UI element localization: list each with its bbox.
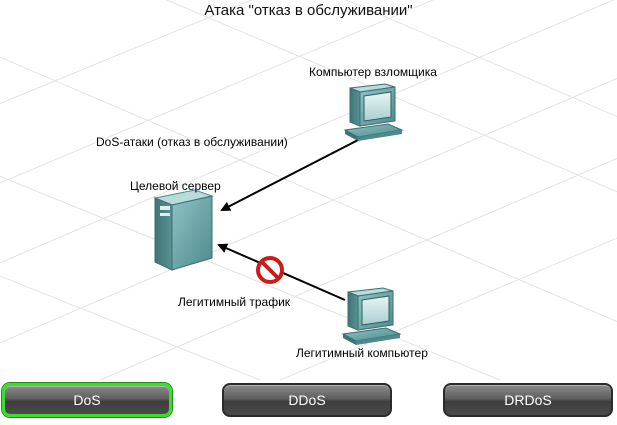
attacker-label: Компьютер взломщика (309, 65, 437, 79)
legitimate-computer-icon (341, 287, 402, 345)
legit-traffic-label: Легитимный трафик (178, 295, 291, 309)
blocked-icon (256, 256, 284, 284)
tab-dos[interactable]: DoS (2, 383, 172, 417)
attacker-computer-icon (343, 83, 404, 141)
legit-computer-label: Легитимный компьютер (296, 346, 428, 360)
attack-arrow (220, 138, 361, 211)
tab-drdos[interactable]: DRDoS (443, 383, 613, 417)
server-icon (153, 189, 214, 271)
target-server-label: Целевой сервер (130, 179, 221, 193)
background-grid (0, 0, 617, 381)
dos-attack-label: DoS-атаки (отказ в обслуживании) (96, 135, 288, 149)
tab-ddos[interactable]: DDoS (222, 383, 392, 417)
page-title: Атака "отказ в обслуживании" (204, 2, 413, 19)
